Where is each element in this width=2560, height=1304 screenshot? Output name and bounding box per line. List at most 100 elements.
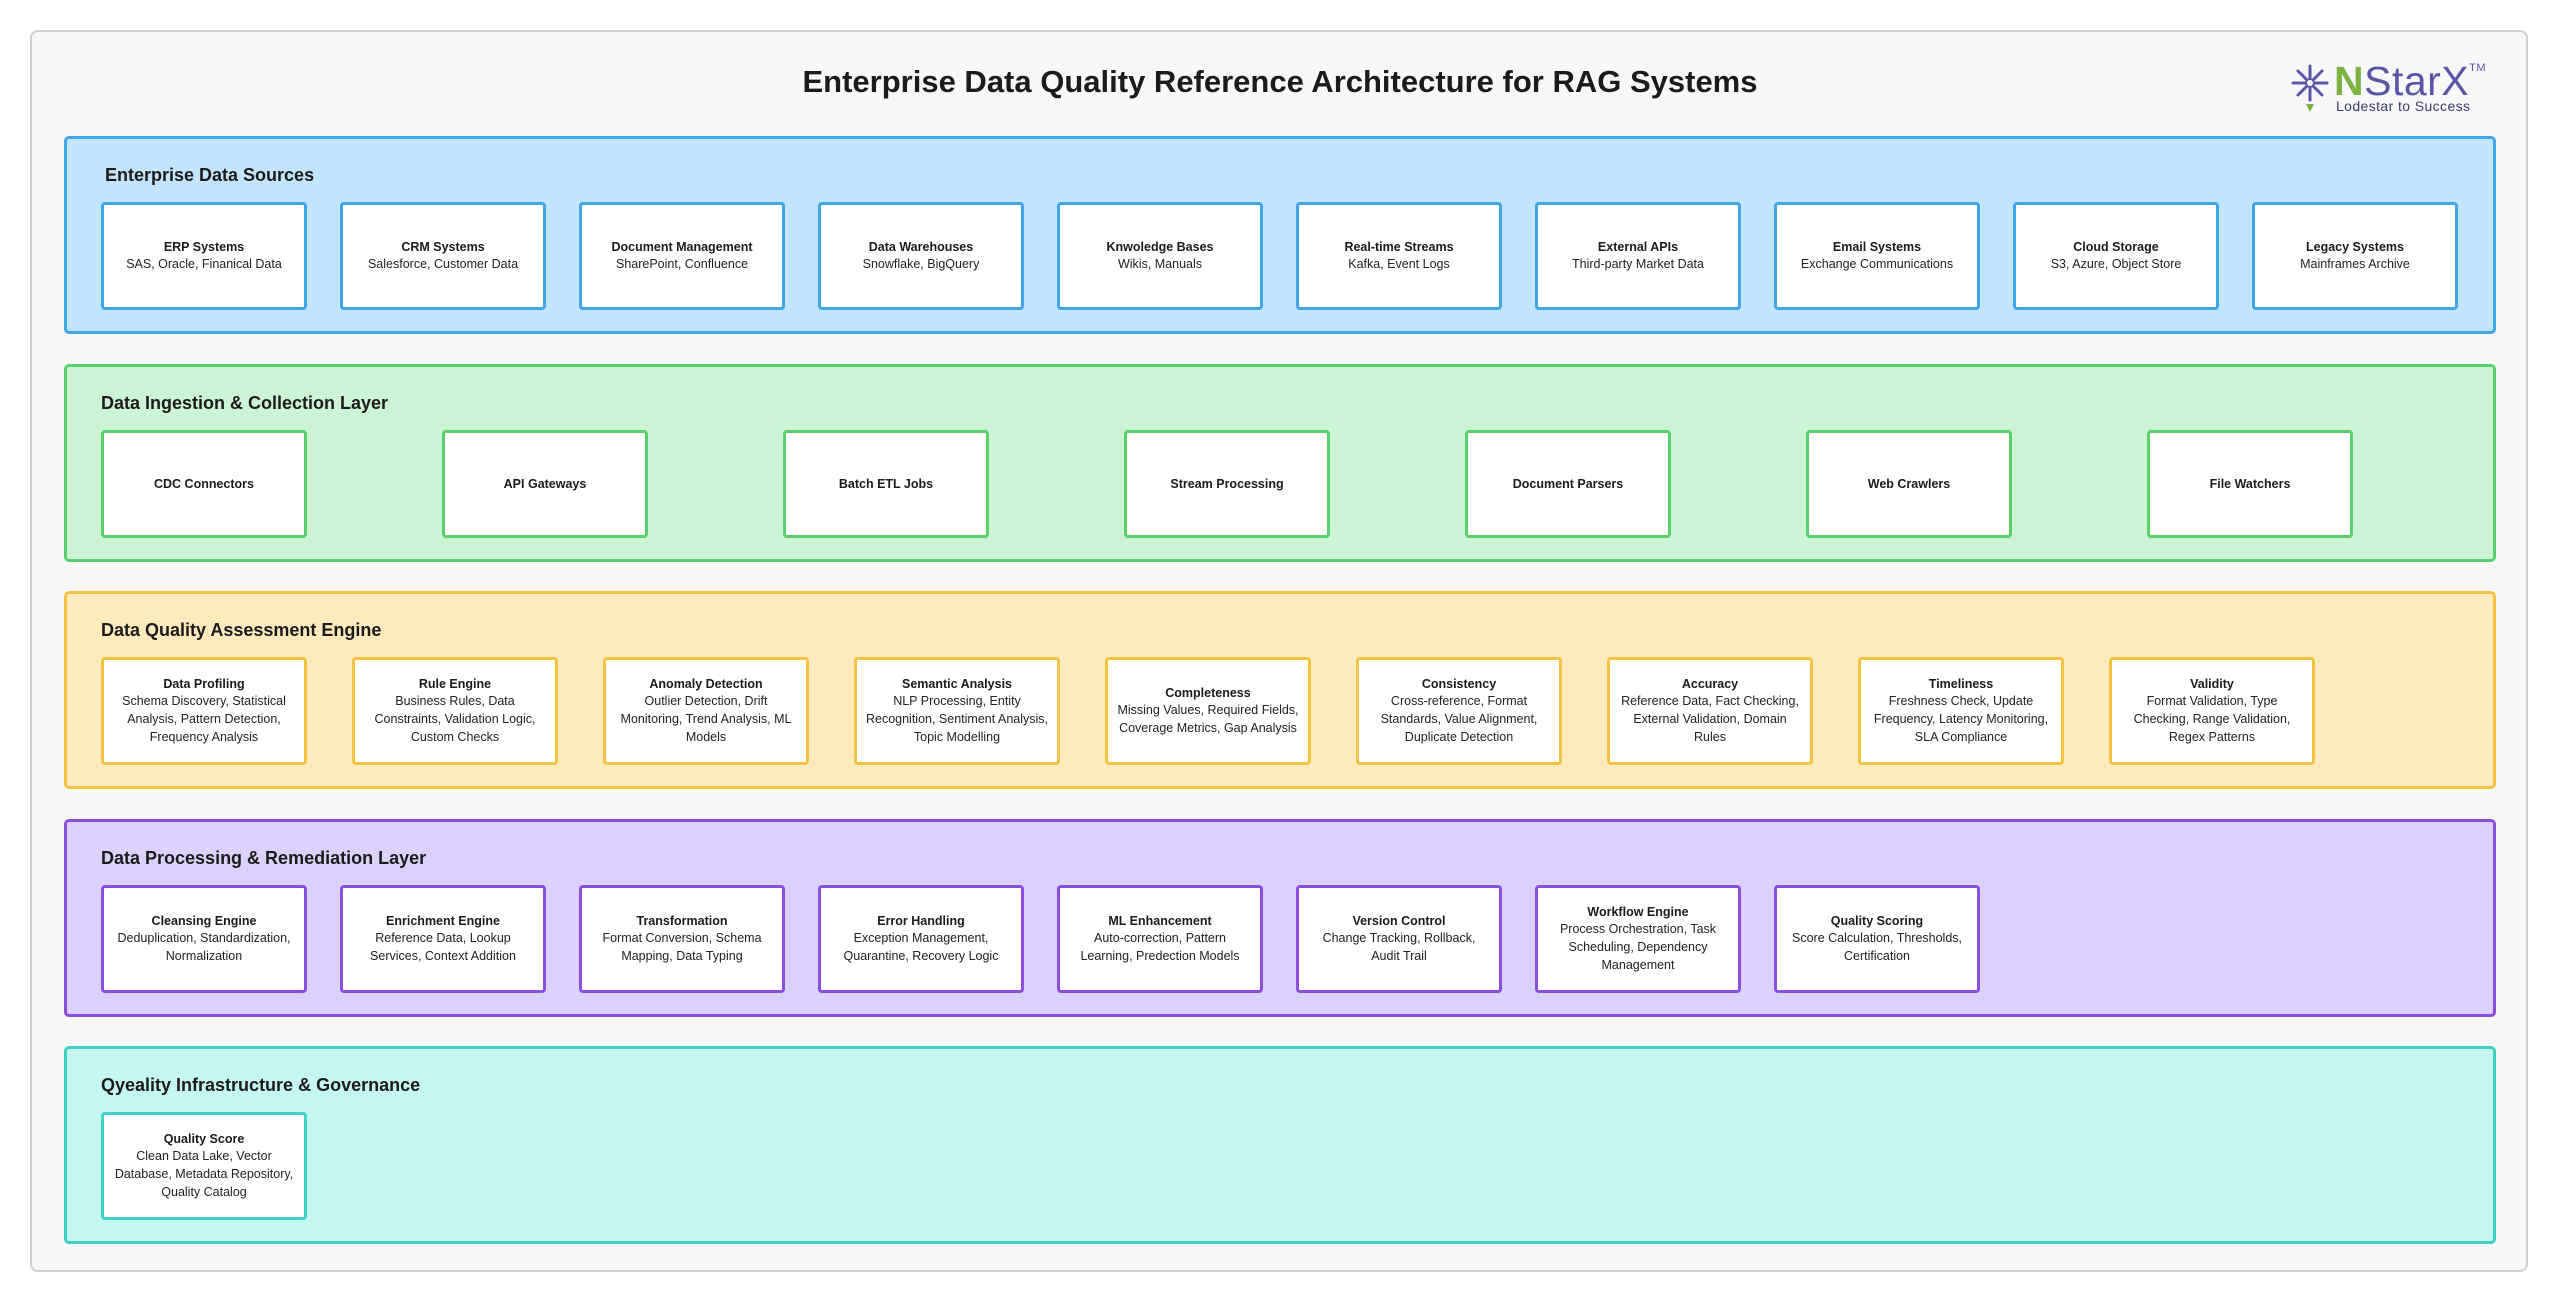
component-description: Freshness Check, Update Frequency, Laten… (1873, 694, 2049, 744)
component-title: ERP Systems (163, 240, 245, 254)
component-description: S3, Azure, Object Store (2050, 257, 2182, 271)
component-description: Auto-correction, Pattern Learning, Prede… (1080, 931, 1240, 963)
component-description: Cross-reference, Format Standards, Value… (1380, 694, 1538, 744)
component-title: Email Systems (1832, 240, 1922, 254)
component-title: Version Control (1352, 914, 1446, 928)
component-title: Anomaly Detection (649, 677, 763, 691)
layer-quality-assessment: Data Quality Assessment Engine Data Prof… (64, 591, 2496, 789)
component-description: Deduplication, Standardization, Normaliz… (117, 931, 291, 963)
component-title: Workflow Engine (1587, 905, 1689, 919)
component-description: Format Validation, Type Checking, Range … (2133, 694, 2291, 744)
component-title: Error Handling (877, 914, 965, 928)
layer-title: Data Quality Assessment Engine (101, 620, 382, 640)
component-box: Document Parsers (1465, 430, 1671, 538)
component-description: SAS, Oracle, Finanical Data (126, 257, 282, 271)
component-description: Format Conversion, Schema Mapping, Data … (602, 931, 762, 963)
component-title: Quality Score (163, 1132, 245, 1146)
layer-title: Qyeality Infrastructure & Governance (101, 1075, 421, 1095)
component-box: Stream Processing (1124, 430, 1330, 538)
component-description: Kafka, Event Logs (1348, 257, 1450, 271)
component-box: Batch ETL Jobs (783, 430, 989, 538)
component-description: Score Calculation, Thresholds, Certifica… (1792, 931, 1962, 963)
component-description: Snowflake, BigQuery (862, 257, 980, 271)
component-title: Batch ETL Jobs (838, 477, 934, 491)
component-description: Exception Management, Quarantine, Recove… (843, 931, 999, 963)
component-box: API Gateways (442, 430, 648, 538)
component-box: Web Crawlers (1806, 430, 2012, 538)
component-title: Rule Engine (418, 677, 492, 691)
layer-title: Data Processing & Remediation Layer (101, 848, 427, 868)
component-title: Web Crawlers (1867, 477, 1951, 491)
component-description: Schema Discovery, Statistical Analysis, … (122, 694, 286, 744)
component-title: Knwoledge Bases (1106, 240, 1214, 254)
component-description: Business Rules, Data Constraints, Valida… (374, 694, 536, 744)
component-box: File Watchers (2147, 430, 2353, 538)
component-title: Transformation (636, 914, 728, 928)
component-title: Document Management (611, 240, 753, 254)
component-description: Reference Data, Fact Checking, External … (1621, 694, 1799, 744)
component-title: Cloud Storage (2073, 240, 2159, 254)
component-description: Mainframes Archive (2300, 257, 2410, 271)
component-title: Timeliness (1928, 677, 1994, 691)
component-title: Enrichment Engine (386, 914, 500, 928)
component-description: Missing Values, Required Fields, Coverag… (1117, 703, 1299, 735)
component-description: Third-party Market Data (1572, 257, 1704, 271)
layer-title: Data Ingestion & Collection Layer (101, 393, 389, 413)
brand-name: NStarXTM (2334, 58, 2487, 104)
component-title: Validity (2190, 677, 2234, 691)
layer-infrastructure-governance: Qyeality Infrastructure & Governance Qua… (64, 1046, 2496, 1244)
brand-tagline: Lodestar to Success (2336, 98, 2471, 114)
component-description: Clean Data Lake, Vector Database, Metada… (114, 1149, 294, 1199)
component-title: External APIs (1597, 240, 1679, 254)
component-title: Data Warehouses (868, 240, 974, 254)
component-description: SharePoint, Confluence (615, 257, 749, 271)
component-title: Completeness (1165, 686, 1251, 700)
component-title: Legacy Systems (2306, 240, 2404, 254)
component-title: Consistency (1421, 677, 1497, 691)
component-description: Change Tracking, Rollback, Audit Trail (1322, 931, 1476, 963)
component-title: Cleansing Engine (151, 914, 257, 928)
component-title: Real-time Streams (1344, 240, 1454, 254)
component-title: Accuracy (1681, 677, 1739, 691)
component-title: Data Profiling (163, 677, 245, 691)
component-box: CDC Connectors (101, 430, 307, 538)
component-description: Reference Data, Lookup Services, Context… (370, 931, 516, 963)
component-title: CRM Systems (401, 240, 485, 254)
component-title: CDC Connectors (153, 477, 254, 491)
component-title: API Gateways (503, 477, 587, 491)
layer-data-ingestion: Data Ingestion & Collection Layer CDC Co… (64, 364, 2496, 562)
nstarx-logo: NStarXTM Lodestar to Success (2290, 58, 2510, 118)
component-title: File Watchers (2209, 477, 2291, 491)
component-title: Semantic Analysis (901, 677, 1012, 691)
star-icon (2291, 64, 2329, 112)
component-description: NLP Processing, Entity Recognition, Sent… (865, 694, 1049, 744)
component-description: Outlier Detection, Drift Monitoring, Tre… (620, 694, 792, 744)
component-description: Salesforce, Customer Data (367, 257, 519, 271)
layer-title: Enterprise Data Sources (105, 165, 315, 185)
